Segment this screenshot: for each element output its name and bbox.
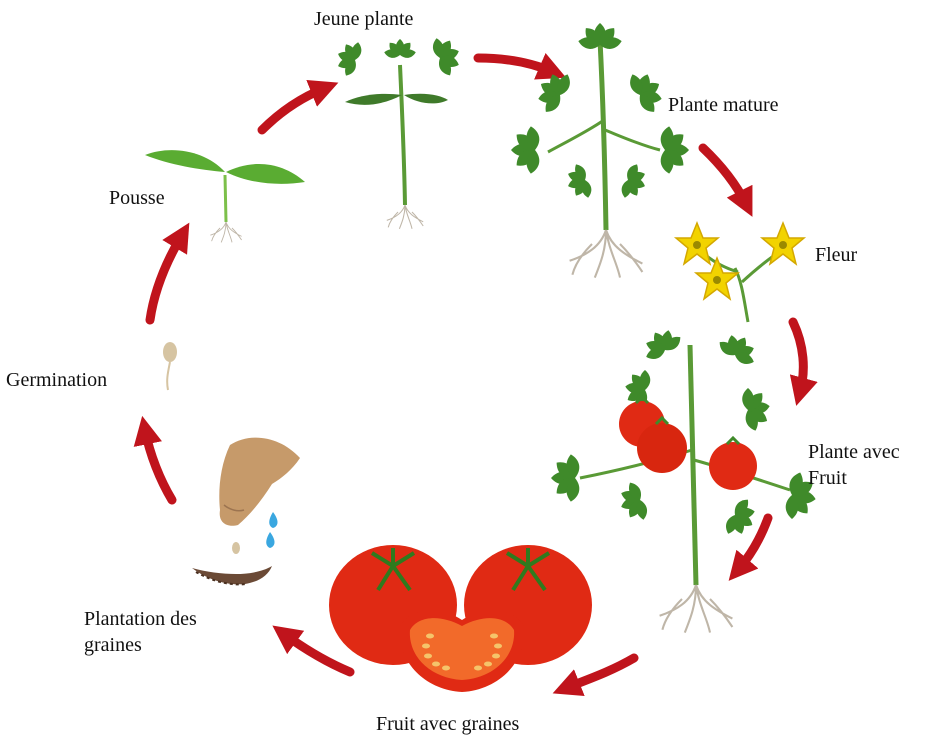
- label-plante-mature: Plante mature: [668, 92, 779, 118]
- label-germination: Germination: [6, 367, 107, 393]
- sprout-illustration: [145, 150, 305, 242]
- arrow-graines-to-fruit-tomato: [566, 658, 634, 688]
- arrow-fleur-to-fruit: [793, 322, 803, 392]
- label-pousse: Pousse: [109, 185, 165, 211]
- label-jeune-plante: Jeune plante: [314, 6, 413, 32]
- tomato-fruit-illustration: [329, 545, 592, 692]
- label-plante-avec-fruit: Plante avec Fruit: [808, 439, 900, 491]
- label-plantation-line2: graines: [84, 632, 197, 658]
- germinating-seed-illustration: [163, 342, 177, 390]
- arrow-plantation-to-germination: [145, 430, 172, 500]
- label-plante-avec-fruit-line1: Plante avec: [808, 439, 900, 465]
- label-fleur: Fleur: [815, 242, 857, 268]
- label-plante-avec-fruit-line2: Fruit: [808, 465, 900, 491]
- mature-plant-illustration: [511, 23, 689, 278]
- arrow-jeune-to-mature: [478, 58, 553, 72]
- arrow-mature-to-fleur: [703, 148, 746, 204]
- label-plantation-line1: Plantation des: [84, 606, 197, 632]
- arrow-fruit-to-plantation: [284, 634, 350, 672]
- arrow-pousse-to-jeune-plante: [262, 88, 325, 130]
- label-fruit-avec-graines: Fruit avec graines: [376, 711, 519, 737]
- label-plantation-des-graines: Plantation des graines: [84, 606, 197, 658]
- planting-illustration: [192, 438, 300, 585]
- arrow-germination-to-pousse: [150, 235, 182, 320]
- fruiting-plant-illustration: [551, 322, 820, 632]
- young-plant-illustration: [332, 32, 466, 229]
- flower-illustration: [676, 223, 804, 322]
